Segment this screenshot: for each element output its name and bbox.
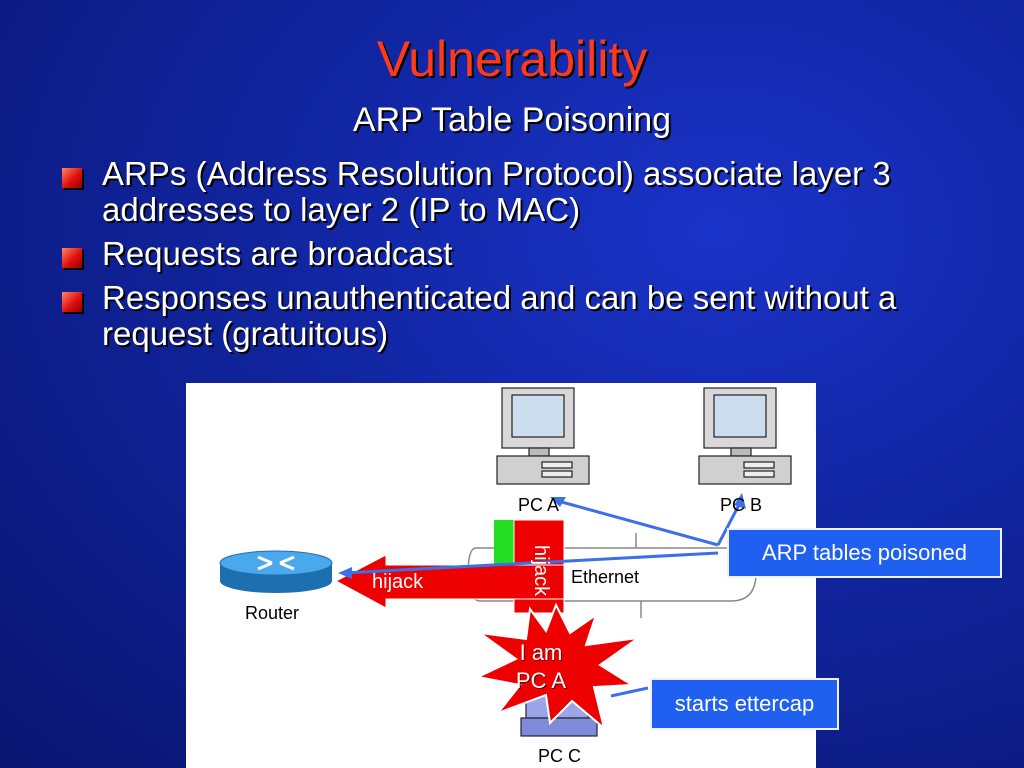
square-bullet-icon <box>62 248 82 268</box>
bullet-text: Responses unauthenticated and can be sen… <box>102 279 897 352</box>
pc-b-label: PC B <box>720 495 763 515</box>
bullet-item: Requests are broadcast <box>60 236 960 272</box>
pc-a-label: PC A <box>518 495 560 515</box>
pc-a-icon <box>496 387 590 485</box>
router-icon <box>219 550 333 593</box>
bullet-text: ARPs (Address Resolution Protocol) assoc… <box>102 155 891 228</box>
pc-c-label: PC C <box>538 746 582 766</box>
callout-arp-tables-poisoned: ARP tables poisoned <box>727 528 1002 578</box>
starburst-shape <box>474 602 639 731</box>
bullet-list: ARPs (Address Resolution Protocol) assoc… <box>60 156 960 360</box>
bullet-item: Responses unauthenticated and can be sen… <box>60 280 960 352</box>
router-label: Router <box>245 603 300 623</box>
ethernet-label: Ethernet <box>571 567 640 587</box>
slide-title: Vulnerability <box>376 31 648 87</box>
square-bullet-icon <box>62 292 82 312</box>
starburst-text: I am PC A <box>515 640 567 693</box>
pointer-lines <box>343 499 743 698</box>
pc-b-icon <box>698 387 792 485</box>
callout-starts-ettercap: starts ettercap <box>650 678 839 730</box>
hijack-horizontal-label: hijack <box>372 571 424 593</box>
diagram-canvas <box>219 387 792 737</box>
slide-subtitle: ARP Table Poisoning <box>352 101 672 139</box>
square-bullet-icon <box>62 168 82 188</box>
pointer-arrowheads <box>338 493 746 579</box>
green-traffic-bar <box>494 520 514 570</box>
hijack-horizontal-arrow <box>334 554 565 609</box>
bullet-text: Requests are broadcast <box>102 235 453 272</box>
bullet-item: ARPs (Address Resolution Protocol) assoc… <box>60 156 960 228</box>
hijack-vertical-label: hijack <box>530 545 552 597</box>
network-diagram: PC A PC B Router Ethernet PC C hijack hi… <box>186 383 816 768</box>
